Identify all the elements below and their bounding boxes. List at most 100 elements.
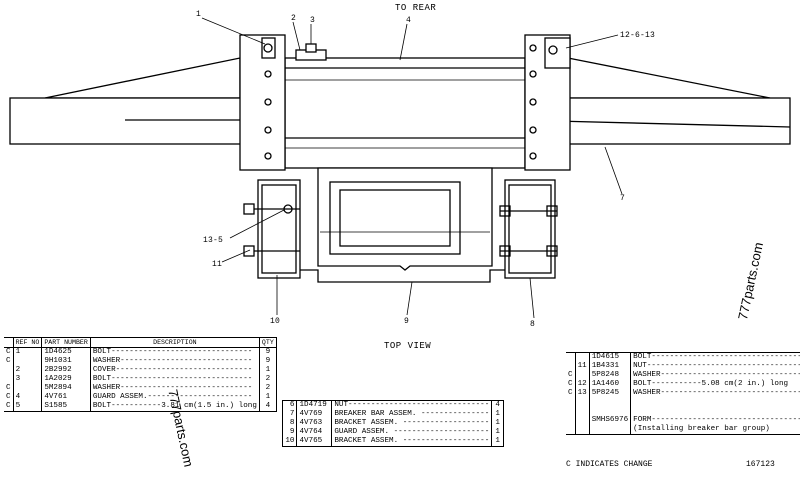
part-number: 5P8245 [588,389,631,398]
guard-cover [284,43,526,169]
change-mark [4,375,13,384]
description: WASHER----------------------------- [89,357,260,366]
table-row: 10 4V765 BRACKET ASSEM. ----------------… [283,437,504,447]
parts-table-right: 1D4615 BOLT-----------------------------… [566,352,800,435]
part-number: 5P8248 [588,371,631,380]
col-part-number: PART NUMBER [41,337,91,348]
change-mark: C [568,380,573,388]
part-number: 1D4719 [296,400,332,410]
qty: 9 [258,347,277,357]
ref-no: 7 [289,410,295,418]
table-row: 1D4615 BOLT-----------------------------… [566,352,800,362]
part-number: 5M2894 [41,384,91,393]
part-number: 4V764 [296,428,332,437]
left-bracket-plate [239,34,286,171]
change-mark: C [6,384,11,392]
part-number: 4V765 [296,437,332,447]
part-number: 4V769 [296,410,332,419]
qty: 1 [491,428,504,437]
table-row: 9 4V764 GUARD ASSEM. -------------------… [283,428,504,437]
callout-12-6-13: 12-6-13 [620,31,656,40]
change-mark [566,362,575,371]
part-number: 1D4615 [588,352,631,362]
qty: 4 [258,402,277,412]
table-row: 6 1D4719 NUT----------------------------… [283,400,504,410]
table-row: 3 1A2029 BOLT---------------------------… [4,375,277,384]
table-row: SMHS6976 FORM---------------------------… [566,416,800,425]
ref-no [574,352,590,362]
assembly-drawing [9,17,791,319]
description: WASHER------------------------------- [630,389,800,398]
col-qty: QTY [258,337,277,348]
table-row [566,398,800,407]
description: WASHER------------------------------- [630,371,800,380]
ref-no: 13 [574,389,590,398]
ref-no [12,384,42,393]
description: FORM--------------------------------- [630,416,800,425]
col-ref-no: REF NO [12,337,43,348]
center-guard [300,167,505,283]
lower-right-bracket [499,179,558,279]
ref-no: 4 [12,393,42,402]
ref-no: 12 [574,380,590,389]
change-mark: C [6,402,11,410]
description: COVER------------------------------ [89,366,260,375]
part-number: 2B2992 [41,366,91,375]
callout-9: 9 [404,317,410,326]
description: GUARD ASSEM.----------------------- [89,393,260,402]
ref-no: 8 [289,419,295,427]
table-row: C 9H1031 WASHER-------------------------… [4,357,277,366]
part-number: 4V761 [41,393,91,402]
callout-8: 8 [530,320,536,329]
qty: 1 [491,419,504,428]
table-row: C 5P8248 WASHER-------------------------… [566,371,800,380]
part-number: 4V763 [296,419,332,428]
table-row: C 13 5P8245 WASHER----------------------… [566,389,800,398]
description: NUT------------------------------- [331,400,492,410]
callout-1: 1 [196,10,202,19]
table-row: (Installing breaker bar group) [566,425,800,435]
part-number: SMHS6976 [588,416,631,425]
ref-no [574,416,590,425]
qty: 2 [258,384,277,393]
to-rear-label: TO REAR [395,3,437,13]
table-row: C 4 4V761 GUARD ASSEM.------------------… [4,393,277,402]
table-row: C 12 1A1460 BOLT-----------5.08 cm(2 in.… [566,380,800,389]
callout-10: 10 [270,317,281,326]
change-mark: C [6,348,11,356]
change-mark: C [568,389,573,397]
parts-table-left: REF NO PART NUMBER DESCRIPTION QTY C 1 1… [4,337,277,412]
callout-13-5: 13-5 [203,236,224,245]
qty: 1 [258,366,277,375]
part-number: 1A2029 [41,375,91,384]
ref-no: 5 [12,402,42,412]
callout-11: 11 [212,260,223,269]
description: GUARD ASSEM. --------------------- [331,428,492,437]
table-row: 7 4V769 BREAKER BAR ASSEM. -------------… [283,410,504,419]
description: BOLT------------------------------- [89,375,260,384]
part-number: 1A1460 [588,380,631,389]
table-header-row: REF NO PART NUMBER DESCRIPTION QTY [4,337,277,348]
description: BREAKER BAR ASSEM. --------------- [331,410,492,419]
col-description: DESCRIPTION [89,337,260,348]
ref-no: 10 [285,437,295,445]
change-mark [4,366,13,375]
part-number: 9H1031 [41,357,91,366]
qty: 1 [258,393,277,402]
qty: 1 [491,437,504,447]
change-legend: C INDICATES CHANGE [566,460,653,469]
ref-no: 2 [12,366,42,375]
description: (Installing breaker bar group) [630,425,800,435]
callout-2: 2 [291,14,297,23]
ref-no [12,357,42,366]
description: BRACKET ASSEM. ------------------- [331,419,492,428]
table-row: C 5M2894 WASHER-------------------------… [4,384,277,393]
table-row: 2 2B2992 COVER--------------------------… [4,366,277,375]
right-bracket-plate [524,34,571,171]
lower-left-bracket [243,179,301,279]
description: BOLT--------------------------------- [630,352,800,362]
description: BOLT------------------------------- [89,347,260,357]
table-row: C 1 1D4625 BOLT-------------------------… [4,347,277,357]
qty: 4 [491,400,504,410]
ref-no: 11 [574,362,590,371]
